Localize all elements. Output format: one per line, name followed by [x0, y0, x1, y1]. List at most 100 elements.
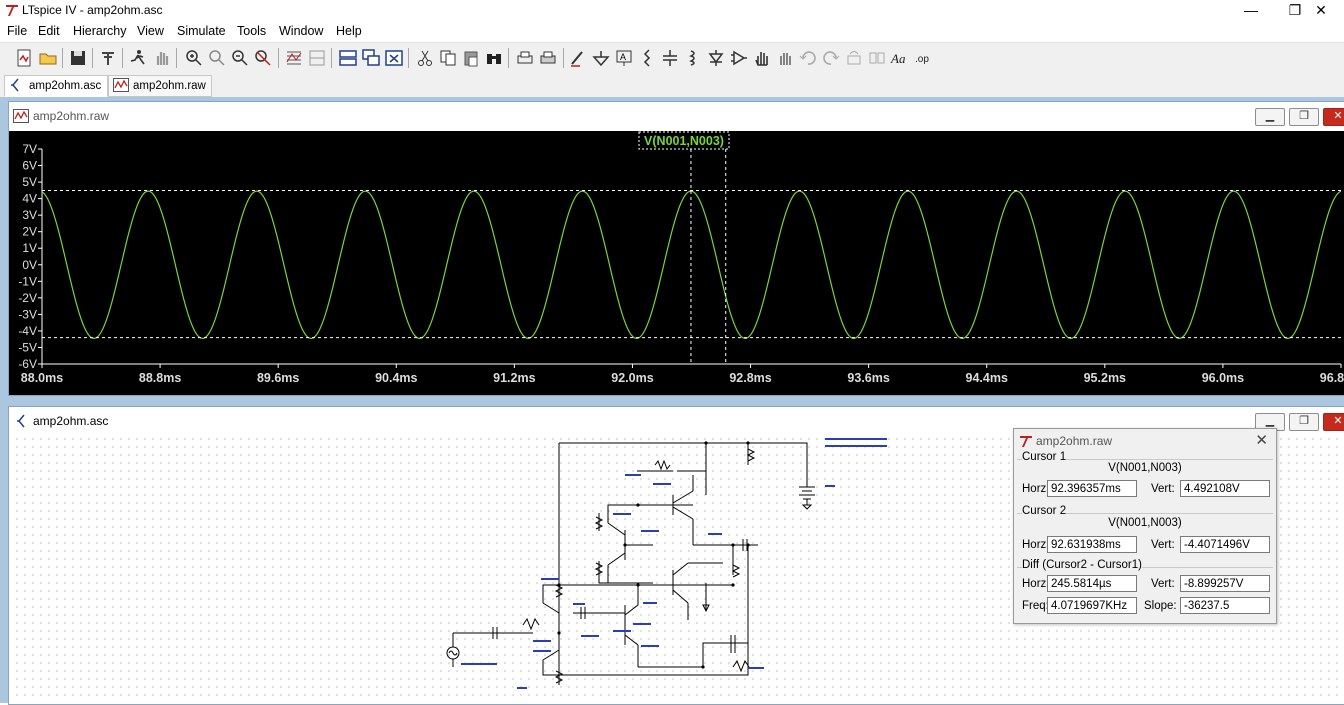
- waveform-chart[interactable]: 7V6V5V4V3V2V1V0V-1V-2V-3V-4V-5V-6V88.0ms…: [9, 131, 1344, 395]
- spice-directive-icon[interactable]: .op: [913, 48, 933, 68]
- cursor1-horz-field[interactable]: 92.396357ms: [1047, 480, 1137, 497]
- x-tick-label: 92.8ms: [729, 371, 771, 385]
- autorange-icon[interactable]: [284, 48, 304, 68]
- menu-simulate[interactable]: Simulate: [177, 24, 226, 38]
- tile-icon[interactable]: [307, 48, 327, 68]
- component-icon[interactable]: [729, 48, 749, 68]
- tab-amp2ohm-asc[interactable]: amp2ohm.asc: [4, 75, 108, 97]
- maximize-button[interactable]: ❐: [1288, 2, 1302, 18]
- y-tick-label: -3V: [18, 307, 37, 321]
- close-all-icon[interactable]: [384, 48, 404, 68]
- cursor1-vert-label: Vert:: [1151, 483, 1175, 495]
- zoom-pan-icon[interactable]: [207, 48, 227, 68]
- text-icon[interactable]: Aa: [890, 48, 910, 68]
- halt-icon[interactable]: [152, 48, 172, 68]
- menu-view[interactable]: View: [137, 24, 164, 38]
- waveform-restore-button[interactable]: ❐: [1289, 108, 1319, 126]
- schematic-restore-button[interactable]: ❐: [1289, 413, 1319, 431]
- y-tick-label: 4V: [22, 192, 37, 206]
- cursor-dialog[interactable]: amp2ohm.raw ✕ Cursor 1 V(N001,N003) Horz…: [1013, 428, 1277, 624]
- open-icon[interactable]: [38, 48, 58, 68]
- cursor2-vert-field[interactable]: -4.4071496V: [1180, 536, 1270, 553]
- diff-vert-field[interactable]: -8.899257V: [1180, 575, 1270, 592]
- circuit-drawing: [446, 438, 887, 689]
- control-panel-icon[interactable]: [98, 48, 118, 68]
- undo-icon[interactable]: [798, 48, 818, 68]
- y-tick-label: 0V: [22, 258, 37, 272]
- cursor2-group: [1017, 513, 1273, 514]
- waveform-window-title: amp2ohm.raw: [33, 109, 110, 123]
- y-tick-label: 3V: [22, 208, 37, 222]
- new-schematic-icon[interactable]: [14, 48, 34, 68]
- paste-icon[interactable]: [461, 48, 481, 68]
- menu-help[interactable]: Help: [336, 24, 362, 38]
- menu-hierarchy[interactable]: Hierarchy: [73, 24, 127, 38]
- waveform-close-button[interactable]: ✕: [1323, 108, 1344, 126]
- toolbar-separator: [122, 48, 123, 68]
- x-tick-label: 88.0ms: [21, 371, 63, 385]
- tile-horizontal-icon[interactable]: [338, 48, 358, 68]
- schematic-close-button[interactable]: ✕: [1323, 413, 1344, 431]
- print-icon[interactable]: [515, 48, 535, 68]
- document-tabs: amp2ohm.asc amp2ohm.raw: [0, 73, 1344, 97]
- rotate-icon[interactable]: [844, 48, 864, 68]
- svg-text:.op: .op: [915, 54, 929, 65]
- tab-label: amp2ohm.raw: [133, 80, 206, 92]
- zoom-in-icon[interactable]: [184, 48, 204, 68]
- minimize-button[interactable]: —: [1244, 2, 1258, 18]
- drag-icon[interactable]: [775, 48, 795, 68]
- cursor-dialog-close-icon[interactable]: ✕: [1255, 432, 1268, 449]
- x-tick-label: 88.8ms: [139, 371, 181, 385]
- cursor2-label: Cursor 2: [1022, 505, 1067, 517]
- svg-text:A: A: [620, 52, 626, 62]
- cut-icon[interactable]: [415, 48, 435, 68]
- toolbar-separator: [62, 48, 63, 68]
- run-icon[interactable]: [128, 48, 148, 68]
- waveform-icon: [13, 109, 29, 123]
- draw-wire-icon[interactable]: [568, 48, 588, 68]
- cascade-icon[interactable]: [361, 48, 381, 68]
- y-tick-label: -5V: [18, 340, 37, 354]
- save-icon[interactable]: [68, 48, 88, 68]
- menu-file[interactable]: File: [7, 24, 28, 38]
- y-tick-label: -6V: [18, 357, 37, 371]
- cursor1-vert-field[interactable]: 4.492108V: [1180, 480, 1270, 497]
- diode-icon[interactable]: [706, 48, 726, 68]
- cursor2-horz-field[interactable]: 92.631938ms: [1047, 536, 1137, 553]
- menu-tools[interactable]: Tools: [237, 24, 267, 38]
- toolbar-separator: [508, 48, 509, 68]
- menu-edit[interactable]: Edit: [38, 24, 60, 38]
- waveform-minimize-button[interactable]: ▁: [1255, 108, 1285, 126]
- tab-amp2ohm-raw[interactable]: amp2ohm.raw: [108, 75, 212, 97]
- diff-slope-field[interactable]: -36237.5: [1180, 597, 1270, 614]
- toolbar-separator: [92, 48, 93, 68]
- x-tick-label: 90.4ms: [375, 371, 417, 385]
- redo-icon[interactable]: [821, 48, 841, 68]
- move-icon[interactable]: [752, 48, 772, 68]
- zoom-cancel-icon[interactable]: [253, 48, 273, 68]
- ground-icon[interactable]: [591, 48, 611, 68]
- inductor-icon[interactable]: [683, 48, 703, 68]
- find-icon[interactable]: [484, 48, 504, 68]
- diff-freq-label: Freq:: [1022, 600, 1049, 612]
- mirror-icon[interactable]: [867, 48, 887, 68]
- resistor-icon[interactable]: [637, 48, 657, 68]
- y-tick-label: 2V: [22, 225, 37, 239]
- copy-icon[interactable]: [438, 48, 458, 68]
- diff-freq-field[interactable]: 4.0719697KHz: [1047, 597, 1137, 614]
- label-net-icon[interactable]: A: [614, 48, 634, 68]
- print-preview-icon[interactable]: [538, 48, 558, 68]
- diff-slope-label: Slope:: [1144, 600, 1177, 612]
- y-tick-label: 5V: [22, 175, 37, 189]
- close-button[interactable]: ✕: [1315, 2, 1327, 18]
- capacitor-icon[interactable]: [660, 48, 680, 68]
- zoom-out-icon[interactable]: [230, 48, 250, 68]
- waveform-window-titlebar[interactable]: amp2ohm.raw ▁ ❐ ✕: [9, 102, 1344, 130]
- y-tick-label: 1V: [22, 241, 37, 255]
- menu-window[interactable]: Window: [279, 24, 324, 38]
- toolbar-separator: [408, 48, 409, 68]
- diff-horz-field[interactable]: 245.5814µs: [1047, 575, 1137, 592]
- cursor1-trace: V(N001,N003): [1108, 462, 1182, 474]
